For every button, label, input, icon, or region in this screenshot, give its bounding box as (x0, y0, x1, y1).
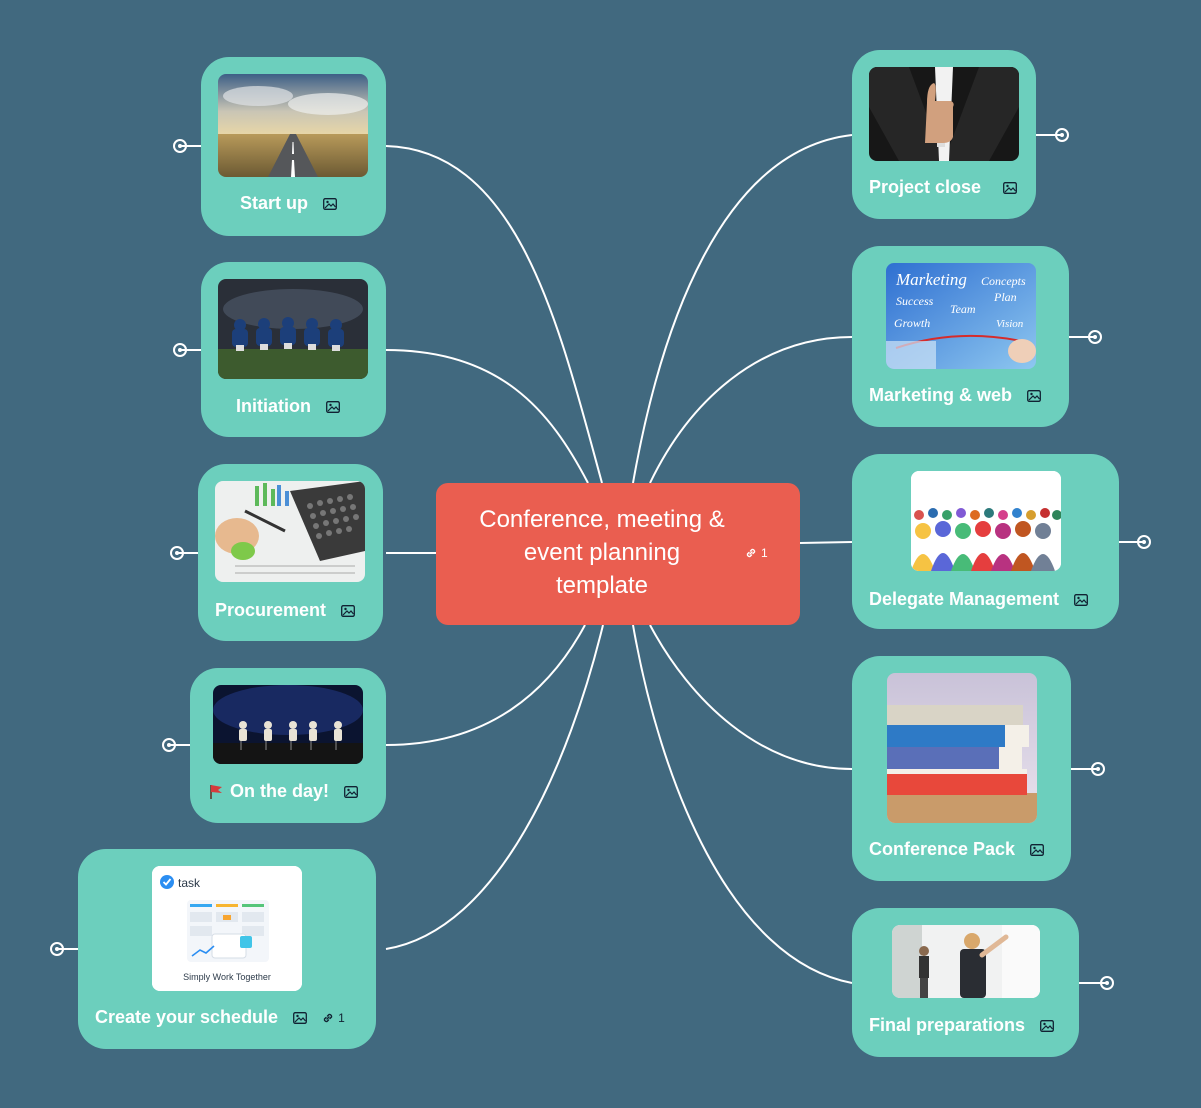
image-icon (1074, 593, 1089, 606)
topic-label-text: Start up (240, 193, 309, 213)
topic-label-text: Delegate Management (869, 589, 1060, 609)
root-topic[interactable]: Conference, meeting & event planning tem… (436, 483, 800, 625)
root-link-count: 1 (761, 546, 768, 560)
topic-label-text: On the day! (230, 781, 330, 801)
marketing-whiteboard-image: Marketing Concepts Success Plan Team Gro… (886, 263, 1036, 369)
whiteboard-presenter-image (892, 925, 1040, 998)
expand-toggle-procurement[interactable] (170, 546, 184, 560)
connector-on-the-day (385, 624, 586, 746)
image-icon (344, 785, 358, 798)
connector-project-close (632, 134, 853, 484)
marketing-word: Team (950, 302, 976, 316)
image-icon (341, 604, 355, 617)
image-icon (323, 197, 337, 210)
link-icon[interactable] (321, 1011, 335, 1025)
image-icon (1040, 1019, 1054, 1032)
topic-label: Delegate Management (869, 589, 1089, 610)
topic-label: Procurement (215, 600, 355, 621)
topic-label: Conference Pack (869, 839, 1045, 860)
link-icon (746, 548, 756, 558)
topic-label: Start up (240, 193, 337, 214)
topic-label-text: Marketing & web (869, 385, 1013, 405)
expand-toggle-initiation[interactable] (173, 343, 187, 357)
topic-label-text: Final preparations (869, 1015, 1026, 1035)
connector-initiation (385, 349, 589, 484)
image-icon (1027, 389, 1041, 402)
connector-marketing-web (649, 336, 853, 484)
image-icon (1003, 181, 1018, 194)
marketing-word: Growth (894, 316, 930, 330)
root-title: Conference, meeting & event planning tem… (479, 506, 725, 599)
topic-marketing-web[interactable]: Marketing Concepts Success Plan Team Gro… (852, 246, 1069, 427)
expand-toggle-create-schedule[interactable] (50, 942, 64, 956)
topic-label: Create your schedule 1 (95, 1007, 345, 1028)
topic-label-text: Create your schedule (95, 1007, 279, 1027)
book-stack-image (887, 673, 1037, 823)
topic-label: Final preparations (869, 1015, 1054, 1036)
football-team-image (218, 279, 368, 379)
expand-toggle-final-preparations[interactable] (1100, 976, 1114, 990)
root-link-badge[interactable]: 1 (744, 546, 768, 560)
meistertask-brand: task (178, 876, 201, 890)
topic-final-preparations[interactable]: Final preparations (852, 908, 1079, 1057)
expand-toggle-marketing-web[interactable] (1088, 330, 1102, 344)
marketing-word: Plan (993, 290, 1017, 304)
topic-label-text: Project close (869, 177, 982, 197)
marketing-word: Concepts (981, 274, 1026, 288)
topic-label-text: Procurement (215, 600, 327, 620)
topic-label-text: Initiation (236, 396, 311, 416)
meistertask-image: task Simply Work Together (152, 866, 302, 991)
marketing-word: Marketing (895, 270, 967, 289)
connector-start-up (385, 145, 603, 484)
connector-delegate-management (799, 541, 853, 544)
topic-label: On the day! (208, 781, 358, 802)
link-count: 1 (338, 1010, 345, 1025)
topic-label: Marketing & web (869, 385, 1041, 406)
topic-delegate-management[interactable]: Delegate Management (852, 454, 1119, 629)
stage-panel-image (213, 685, 363, 764)
crowd-image (911, 471, 1061, 571)
expand-toggle-conference-pack[interactable] (1091, 762, 1105, 776)
expand-toggle-project-close[interactable] (1055, 128, 1069, 142)
calculator-pen-image (215, 481, 365, 582)
topic-initiation[interactable]: Initiation (201, 262, 386, 437)
topic-procurement[interactable]: Procurement (198, 464, 383, 641)
topic-start-up[interactable]: Start up (201, 57, 386, 236)
meistertask-caption: Simply Work Together (183, 972, 271, 982)
topic-conference-pack[interactable]: Conference Pack (852, 656, 1071, 881)
marketing-word: Success (896, 294, 934, 308)
marketing-word: Vision (996, 318, 1024, 330)
topic-label: Initiation (236, 396, 340, 417)
connector-conference-pack (649, 624, 853, 770)
connector-create-schedule (385, 624, 604, 950)
image-icon (293, 1011, 308, 1024)
expand-toggle-start-up[interactable] (173, 139, 187, 153)
topic-label-text: Conference Pack (869, 839, 1016, 859)
expand-toggle-on-the-day[interactable] (162, 738, 176, 752)
topic-label: Project close (869, 177, 1018, 198)
topic-create-schedule[interactable]: task Simply Work Together Create your sc… (78, 849, 376, 1049)
open-road-image (218, 74, 368, 177)
red-flag-icon (210, 785, 222, 799)
image-icon (326, 400, 340, 413)
thumbs-up-image (869, 67, 1019, 161)
topic-project-close[interactable]: Project close (852, 50, 1036, 219)
connector-final-preparations (632, 624, 853, 984)
expand-toggle-delegate-management[interactable] (1137, 535, 1151, 549)
topic-on-the-day[interactable]: On the day! (190, 668, 386, 823)
image-icon (1030, 843, 1045, 856)
